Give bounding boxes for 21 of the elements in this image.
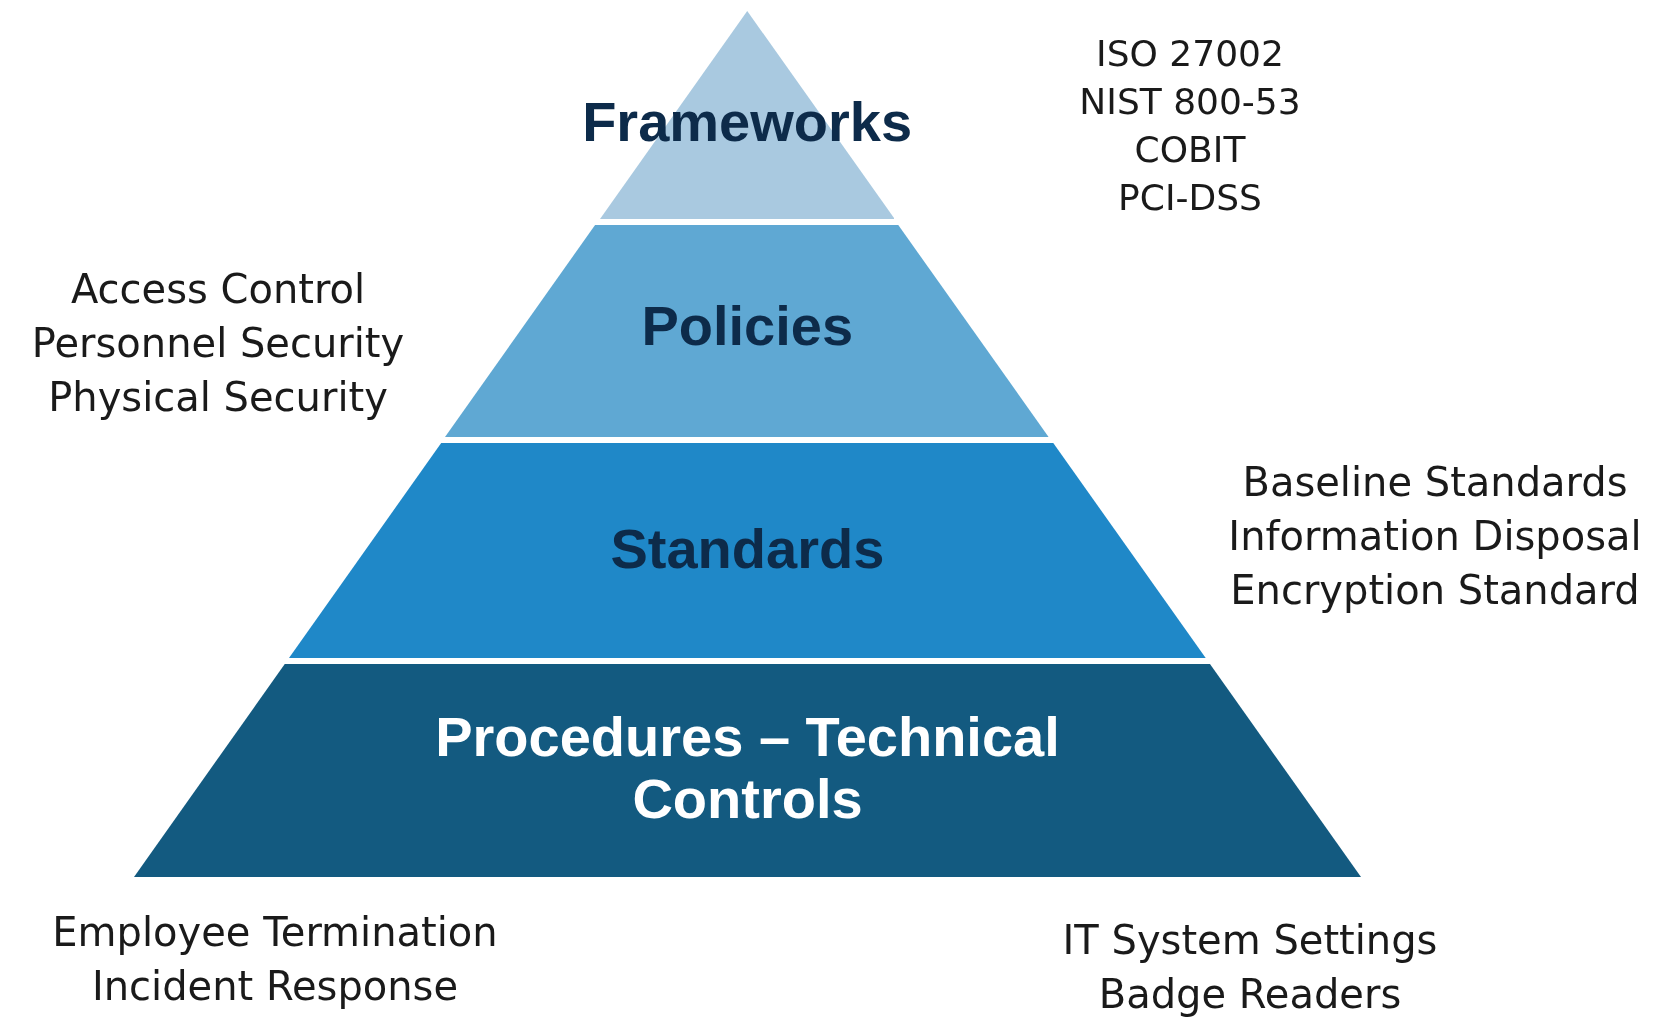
tier-example: IT System Settings <box>1062 916 1438 965</box>
tier-example: PCI-DSS <box>1118 176 1262 220</box>
tier-label: Procedures – Technical Controls <box>434 706 1061 830</box>
tier-label: Frameworks <box>581 91 914 153</box>
pyramid-tier <box>445 225 1050 437</box>
pyramid-tier <box>134 664 1361 877</box>
tier-example: Baseline Standards <box>1242 458 1628 507</box>
tier-example: Employee Termination <box>52 908 498 957</box>
tier-example: Encryption Standard <box>1230 566 1640 615</box>
pyramid-tier <box>289 443 1206 658</box>
tier-example: Incident Response <box>91 962 459 1011</box>
tier-example: ISO 27002 <box>1096 32 1284 76</box>
tier-example: Physical Security <box>48 373 388 422</box>
tier-label: Standards <box>609 518 886 580</box>
tier-example: Access Control <box>70 265 366 314</box>
tier-example: Badge Readers <box>1098 970 1402 1017</box>
tier-example: Information Disposal <box>1228 512 1642 561</box>
tier-example: NIST 800-53 <box>1079 80 1301 124</box>
tier-example: COBIT <box>1134 128 1246 172</box>
tier-label: Policies <box>640 295 855 357</box>
tier-example: Personnel Security <box>31 319 405 368</box>
